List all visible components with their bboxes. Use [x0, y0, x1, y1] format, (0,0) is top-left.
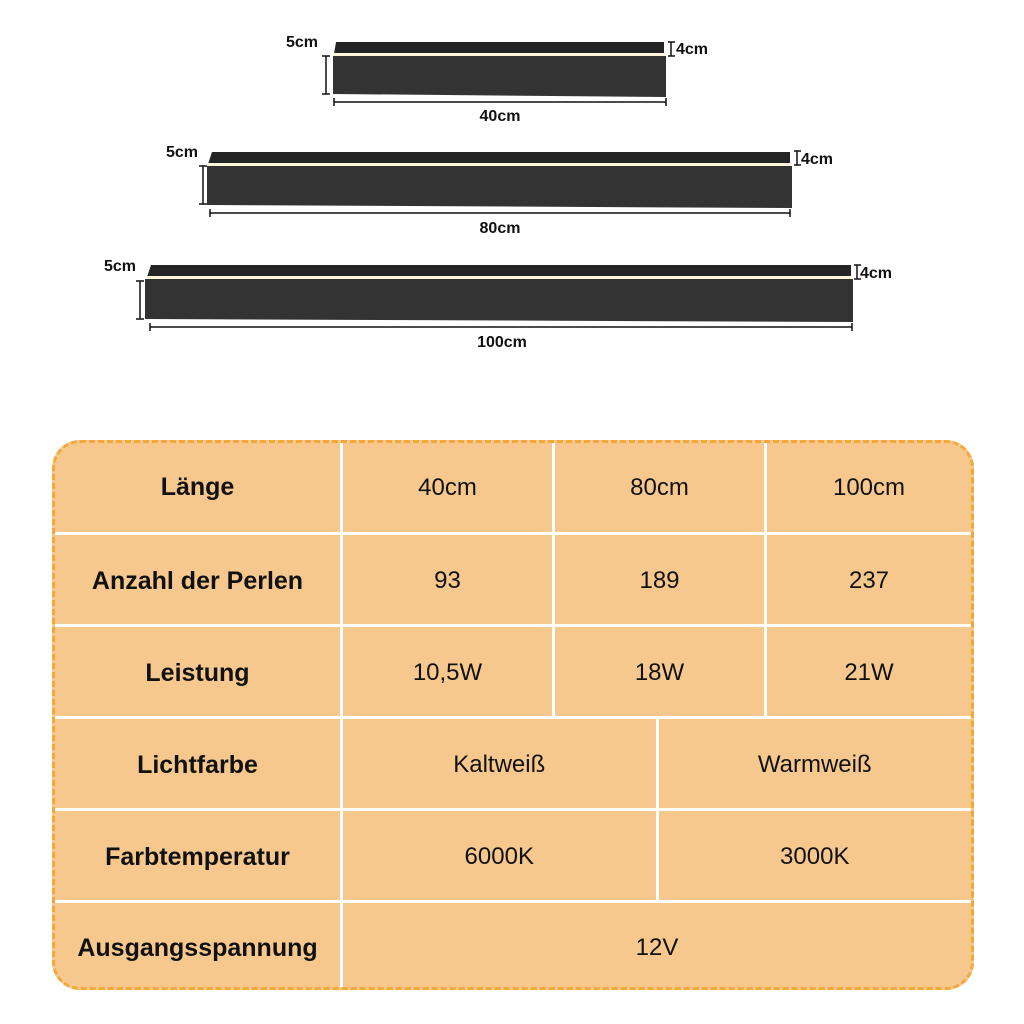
table-row-power: Leistung 10,5W 18W 21W [55, 624, 971, 719]
table-cell: 10,5W [340, 627, 552, 719]
table-cell: 3000K [655, 811, 972, 903]
row-header: Ausgangsspannung [77, 933, 318, 962]
row-header: Lichtfarbe [137, 750, 258, 779]
table-row-output-voltage: Ausgangsspannung 12V [55, 900, 971, 987]
lamp-light-strip [208, 163, 791, 166]
lamp-top-face [208, 152, 790, 164]
table-cell: 6000K [340, 811, 656, 903]
lamp-front-face [145, 279, 853, 322]
table-cell: 12V [340, 903, 971, 987]
depth-label: 4cm [860, 265, 892, 282]
table-cell: 40cm [340, 443, 552, 532]
lamp-front-face [333, 56, 666, 97]
lamp-40cm: 5cm 4cm 40cm [286, 34, 708, 125]
lamp-top-face [147, 265, 851, 277]
spec-table: Länge 40cm 80cm 100cm Anzahl der Perlen … [52, 440, 974, 990]
table-cell: 18W [552, 627, 764, 719]
table-cell: Kaltweiß [340, 719, 656, 811]
lamp-light-strip [334, 53, 665, 56]
table-row-length: Länge 40cm 80cm 100cm [55, 443, 971, 532]
lamp-front-face [207, 166, 792, 208]
height-label: 5cm [286, 34, 318, 51]
height-label: 5cm [104, 258, 136, 275]
table-row-color-temperature: Farbtemperatur 6000K 3000K [55, 808, 971, 903]
table-cell: 93 [340, 535, 552, 627]
row-header: Länge [160, 473, 235, 501]
table-row-light-color: Lichtfarbe Kaltweiß Warmweiß [55, 716, 971, 811]
table-cell: 100cm [764, 443, 971, 532]
table-cell: 237 [764, 535, 971, 627]
row-header: Anzahl der Perlen [91, 566, 304, 595]
depth-label: 4cm [676, 41, 708, 58]
table-cell: Warmweiß [655, 719, 972, 811]
lamp-dimension-illustration: 5cm 4cm 40cm 5cm 4cm 80cm 5cm [104, 34, 892, 351]
lamp-top-face [334, 42, 664, 54]
row-header: Leistung [145, 658, 250, 687]
depth-label: 4cm [801, 151, 833, 168]
lamp-light-strip [147, 276, 852, 279]
lamp-80cm: 5cm 4cm 80cm [166, 144, 833, 237]
table-cell: 80cm [552, 443, 764, 532]
height-label: 5cm [166, 144, 198, 161]
row-header: Farbtemperatur [105, 842, 290, 871]
length-label: 100cm [477, 334, 527, 351]
table-cell: 21W [764, 627, 971, 719]
table-row-beads: Anzahl der Perlen 93 189 237 [55, 532, 971, 627]
lamp-100cm: 5cm 4cm 100cm [104, 258, 892, 351]
table-cell: 189 [552, 535, 764, 627]
length-label: 80cm [480, 220, 521, 237]
length-label: 40cm [480, 108, 521, 125]
